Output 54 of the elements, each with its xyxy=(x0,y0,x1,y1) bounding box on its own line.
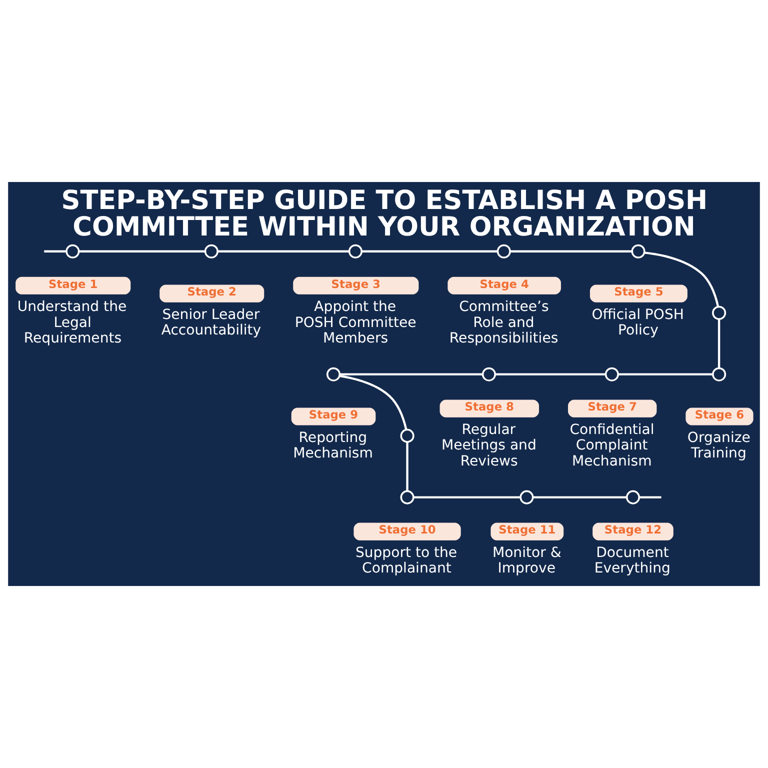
connector xyxy=(340,373,483,376)
node-circle xyxy=(482,367,496,382)
connector xyxy=(406,442,408,492)
node-box: Stage 3 xyxy=(293,276,419,294)
node-box: Stage 1 xyxy=(16,276,131,294)
connector xyxy=(44,250,66,252)
node-box: Stage 9 xyxy=(291,408,376,426)
node-box: Stage 4 xyxy=(448,276,561,294)
node-label: Organize Training xyxy=(687,430,750,462)
node-box: Stage 5 xyxy=(590,284,688,302)
node-label: Senior Leader Accountability xyxy=(161,306,262,339)
node-label: Support to the Complainant xyxy=(355,544,458,577)
node-circle xyxy=(520,490,534,504)
node-box: Stage 8 xyxy=(440,400,540,418)
node-circle xyxy=(496,244,511,258)
node-circle xyxy=(400,428,414,443)
node-circle xyxy=(712,367,726,382)
connector xyxy=(618,373,713,376)
node-circle xyxy=(626,490,640,504)
node-label: Monitor & Improve xyxy=(492,544,562,577)
connector xyxy=(362,250,498,252)
node-label: Understand the Legal Requirements xyxy=(17,298,127,347)
node-label: Document Everything xyxy=(594,544,670,577)
node-circle xyxy=(66,244,80,258)
node-circle xyxy=(348,244,362,258)
node-label: Confidential Complaint Mechanism xyxy=(570,422,654,470)
node-box: Stage 12 xyxy=(592,522,674,540)
connector xyxy=(510,250,632,252)
node-box: Stage 10 xyxy=(354,522,461,540)
node-circle xyxy=(400,490,414,504)
node-label: Official POSH Policy xyxy=(592,306,684,339)
connector xyxy=(414,496,521,498)
node-box: Stage 7 xyxy=(568,400,657,418)
node-box: Stage 6 xyxy=(686,408,754,426)
connector xyxy=(639,496,662,498)
connector xyxy=(78,250,206,252)
connector xyxy=(718,319,720,368)
node-label: Regular Meetings and Reviews xyxy=(442,422,536,470)
node-circle xyxy=(204,244,218,258)
node-label: Appoint the POSH Committee Members xyxy=(294,298,416,347)
diagram-title: STEP-BY-STEP GUIDE TO ESTABLISH A POSH COMMITTEE WITHIN YOUR ORGANIZATION xyxy=(61,186,708,243)
connector xyxy=(644,252,720,307)
node-box: Stage 11 xyxy=(490,522,564,540)
connector xyxy=(532,496,627,498)
node-label: Committee’s Role and Responsibilities xyxy=(449,298,558,347)
node-circle xyxy=(631,244,646,258)
connector xyxy=(495,373,606,376)
node-circle xyxy=(712,306,726,320)
connector xyxy=(218,250,350,252)
node-label: Reporting Mechanism xyxy=(293,430,373,462)
node-box: Stage 2 xyxy=(160,284,264,302)
node-circle xyxy=(604,367,619,382)
node-circle xyxy=(326,367,341,382)
connector xyxy=(339,374,408,430)
